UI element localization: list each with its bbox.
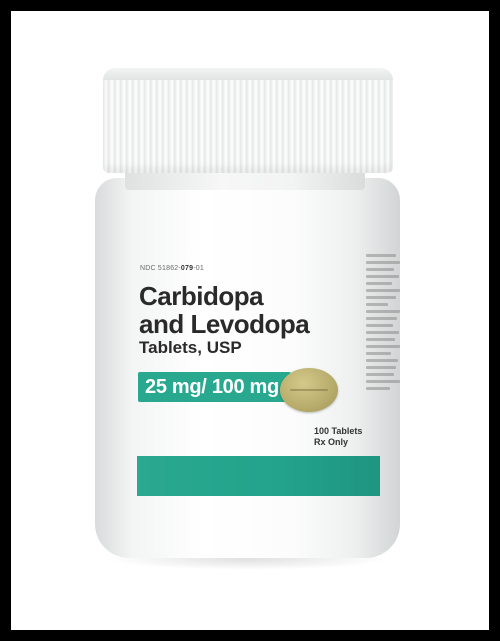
pill-bottle [95, 178, 400, 558]
ndc-code: NDC 51862-079-01 [140, 265, 204, 272]
bottle-cap [103, 68, 393, 173]
drug-name-line2: and Levodopa [139, 309, 310, 339]
side-label-fine-print [366, 250, 402, 450]
bottle-neck [125, 168, 365, 190]
ndc-prefix: NDC 51862- [140, 265, 181, 272]
tablet-count: 100 Tablets Rx Only [314, 426, 362, 448]
ndc-bold: 079 [180, 265, 194, 272]
drug-name-line1: Carbidopa [139, 281, 264, 311]
count-label: 100 Tablets [314, 426, 363, 436]
dosage-badge: 25 mg/ 100 mg [138, 372, 291, 402]
bottle-cap-top [103, 68, 393, 80]
label-color-band [137, 456, 380, 496]
ndc-suffix: -01 [193, 265, 204, 272]
tablet-icon [280, 368, 338, 412]
drug-name: Carbidopa and Levodopa [139, 281, 310, 339]
rx-only-label: Rx Only [314, 437, 349, 447]
drug-form: Tablets, USP [139, 338, 242, 357]
